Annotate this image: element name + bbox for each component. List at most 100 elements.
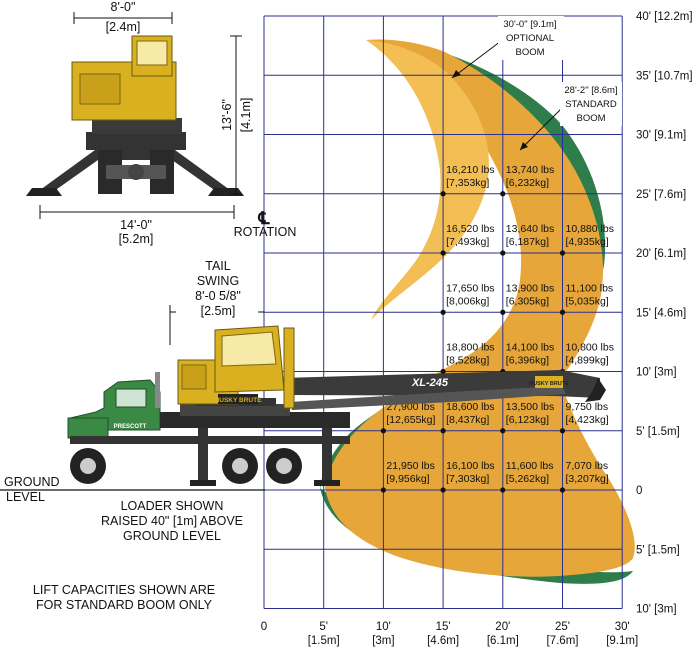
y-tick-label: 15' [4.6m]: [636, 307, 686, 319]
tail-swing-label-2: SWING: [197, 274, 239, 288]
capacity-lbs: 16,100 lbs: [446, 460, 494, 472]
x-tick-metric-label: [1.5m]: [308, 635, 340, 647]
capacity-lbs: 18,600 lbs: [446, 401, 494, 413]
capacity-point: [440, 368, 446, 375]
front-width-top: 8'-0": [111, 0, 136, 14]
capacity-lbs: 9,750 lbs: [566, 401, 609, 413]
optional-boom-label-1: OPTIONAL: [506, 33, 554, 44]
x-tick-metric-label: [7.6m]: [547, 635, 579, 647]
x-tick-metric-label: [4.6m]: [427, 635, 459, 647]
capacity-lbs: 14,100 lbs: [506, 342, 554, 354]
y-tick-label: 10' [3m]: [636, 367, 677, 379]
side-view-truck-loader: HUSKY BRUTE XL-245 PRESCOTT HUSKY BRUTE: [67, 325, 606, 486]
front-width-bottom-metric: [5.2m]: [119, 232, 154, 246]
capacity-lbs: 16,520 lbs: [446, 223, 494, 235]
capacity-kg: [4,935kg]: [566, 236, 609, 248]
y-tick-label: 40' [12.2m]: [636, 11, 693, 23]
capacity-kg: [4,899kg]: [566, 355, 609, 367]
optional-boom-length: 30'-0" [9.1m]: [503, 19, 556, 30]
capacity-point: [559, 487, 566, 493]
capacity-kg: [7,303kg]: [446, 473, 489, 485]
capacity-kg: [7,353kg]: [446, 177, 489, 189]
capacity-point: [380, 487, 386, 493]
front-height-metric: [4.1m]: [239, 98, 253, 133]
capacity-lbs: 7,070 lbs: [566, 460, 609, 472]
centerline-symbol: ℄: [258, 209, 271, 228]
capacity-lbs: 13,740 lbs: [506, 164, 554, 176]
capacity-lbs: 11,100 lbs: [566, 282, 614, 294]
boom-brand: HUSKY BRUTE: [529, 381, 569, 387]
y-tick-label: 35' [10.7m]: [636, 70, 693, 82]
rotation-label: ROTATION: [234, 225, 297, 239]
tail-swing-label-1: TAIL: [205, 259, 231, 273]
capacity-kg: [8,528kg]: [446, 355, 489, 367]
front-width-top-metric: [2.4m]: [106, 20, 141, 34]
capacity-point: [440, 428, 446, 434]
capacity-kg: [6,187kg]: [506, 236, 549, 248]
capacity-note-line-2: FOR STANDARD BOOM ONLY: [36, 598, 213, 612]
standard-boom-length: 28'-2" [8.6m]: [564, 85, 617, 96]
capacity-kg: [6,232kg]: [506, 177, 549, 189]
x-tick-label: 30': [615, 621, 630, 633]
capacity-point: [440, 191, 446, 197]
capacity-point: [500, 250, 506, 256]
loader-note-line-2: RAISED 40" [1m] ABOVE: [101, 514, 243, 528]
front-view-loader: 8'-0" [2.4m] 14'-0" [5.2m] 13'-6" [4.1m]: [26, 0, 253, 246]
capacity-point: [380, 428, 386, 434]
y-tick-label: 30' [9.1m]: [636, 130, 686, 142]
capacity-point: [559, 309, 566, 315]
front-height: 13'-6": [220, 99, 234, 131]
x-tick-label: 20': [495, 621, 510, 633]
y-tick-label: 5' [1.5m]: [636, 544, 680, 556]
capacity-note: LIFT CAPACITIES SHOWN ARE FOR STANDARD B…: [33, 583, 215, 612]
capacity-kg: [12,655kg]: [386, 414, 435, 426]
optional-boom-label-2: BOOM: [515, 47, 544, 58]
loader-note: LOADER SHOWN RAISED 40" [1m] ABOVE GROUN…: [101, 499, 243, 543]
capacity-point: [500, 428, 506, 434]
x-tick-label: 10': [376, 621, 391, 633]
capacity-lbs: 18,800 lbs: [446, 342, 494, 354]
x-tick-label: 5': [319, 621, 328, 633]
y-tick-label: 0: [636, 485, 642, 497]
x-tick-label: 0: [261, 621, 267, 633]
standard-boom-label-1: STANDARD: [565, 99, 617, 110]
boom-model: XL-245: [411, 377, 449, 389]
capacity-point: [559, 250, 566, 256]
capacity-point: [500, 191, 506, 197]
y-tick-label: 10' [3m]: [636, 604, 677, 616]
capacity-kg: [9,956kg]: [386, 473, 429, 485]
optional-boom-callout: 30'-0" [9.1m] OPTIONAL BOOM: [451, 16, 564, 79]
capacity-point: [500, 487, 506, 493]
capacity-point: [559, 428, 566, 434]
y-tick-label: 20' [6.1m]: [636, 248, 686, 260]
front-width-bottom: 14'-0": [120, 218, 152, 232]
capacity-point: [500, 309, 506, 315]
y-tick-label: 5' [1.5m]: [636, 426, 680, 438]
capacity-kg: [5,262kg]: [506, 473, 549, 485]
standard-boom-range-upper: [366, 40, 489, 320]
x-tick-label: 15': [436, 621, 451, 633]
axis-labels: 40' [12.2m] 35' [10.7m] 30' [9.1m] 25' [7.6…: [261, 11, 693, 647]
capacity-lbs: 13,900 lbs: [506, 282, 554, 294]
capacity-lbs: 13,500 lbs: [506, 401, 554, 413]
ground-label-2: LEVEL: [6, 490, 45, 504]
capacity-lbs: 13,640 lbs: [506, 223, 554, 235]
standard-boom-label-2: BOOM: [576, 113, 605, 124]
tail-swing-dimension: TAIL SWING 8'-0 5/8" [2.5m]: [169, 259, 264, 345]
standard-boom-callout: 28'-2" [8.6m] STANDARD BOOM: [519, 82, 622, 151]
capacity-lbs: 10,800 lbs: [566, 342, 614, 354]
x-tick-metric-label: [6.1m]: [487, 635, 519, 647]
x-tick-metric-label: [9.1m]: [606, 635, 638, 647]
ground-label-1: GROUND: [4, 475, 60, 489]
standard-boom-range: [325, 39, 635, 577]
capacity-labels: 16,210 lbs[7,353kg] 13,740 lbs[6,232kg] 16…: [380, 164, 614, 493]
capacity-kg: [5,035kg]: [566, 295, 609, 307]
capacity-lbs: 16,210 lbs: [446, 164, 494, 176]
capacity-point: [440, 309, 446, 315]
capacity-lbs: 21,950 lbs: [386, 460, 434, 472]
loader-note-line-3: GROUND LEVEL: [123, 529, 221, 543]
range-envelopes: [320, 39, 635, 584]
capacity-note-line-1: LIFT CAPACITIES SHOWN ARE: [33, 583, 215, 597]
x-tick-label: 25': [555, 621, 570, 633]
